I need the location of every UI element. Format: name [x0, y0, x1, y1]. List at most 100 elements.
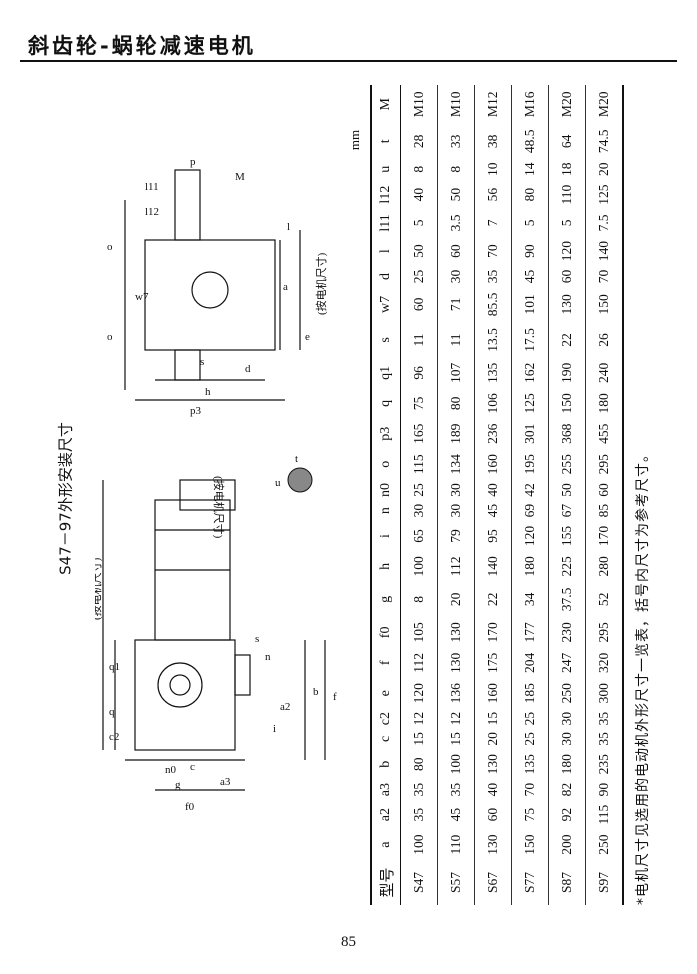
label-b: b [313, 686, 319, 698]
table-cell: 45 [474, 500, 512, 521]
table-cell: 42 [511, 479, 549, 501]
table-cell: 79 [437, 520, 475, 552]
table-cell: 17.5 [511, 322, 549, 358]
table-cell: 30 [400, 500, 438, 521]
table-cell: 180 [511, 551, 549, 582]
table-cell: 295 [596, 454, 611, 475]
label-g: g [175, 779, 181, 791]
table-cell: 101 [511, 286, 549, 323]
column-header: i [371, 520, 401, 552]
table-cell: 28 [400, 123, 438, 160]
table-cell: 130 [474, 749, 512, 780]
table-cell: 230 [548, 617, 586, 648]
table-cell: 15 [400, 728, 438, 750]
table-cell: 12 [437, 708, 475, 729]
table-cell: 67 [548, 500, 586, 521]
table-cell: 35 [596, 711, 611, 726]
table-cell: 35 [596, 732, 611, 746]
table-cell: 7.5 [596, 214, 611, 232]
table-cell: 70 [511, 779, 549, 800]
table-cell: 15 [437, 728, 475, 750]
label-s: s [255, 633, 259, 645]
label-n: n [265, 651, 271, 663]
table-cell: 112 [400, 647, 438, 679]
label-c: c [190, 761, 195, 773]
table-cell: M16 [511, 85, 549, 124]
table-cell: 301 [511, 418, 549, 449]
table-cell: 33 [437, 123, 475, 160]
front-view-drawing: o o l11 l12 l p M w7 a e (按电机尺寸) s h p3 … [107, 156, 328, 417]
table-cell: 60 [474, 799, 512, 830]
column-header: o [371, 449, 401, 480]
table-cell: 8 [400, 159, 438, 180]
table-cell: M20 [548, 85, 586, 124]
label-c2: c2 [109, 731, 119, 743]
table-cell: 25 [400, 266, 438, 287]
table-cell: 240 [596, 362, 611, 384]
table-cell: 20 [596, 162, 611, 177]
table-cell: 110 [437, 829, 475, 860]
table-cell: 11 [437, 322, 475, 358]
label-e: e [305, 331, 310, 343]
table-cell: 85.5 [474, 286, 512, 323]
table-cell: 11 [400, 322, 438, 358]
label-w7: w7 [135, 291, 149, 303]
table-cell: 130 [548, 286, 586, 323]
column-header: q [371, 388, 401, 419]
model-cell: S97 [596, 871, 611, 893]
table-cell: 48.5 [511, 123, 549, 160]
label-l11: l11 [145, 181, 159, 193]
table-cell: 30 [437, 500, 475, 521]
column-header: t [371, 123, 401, 160]
table-cell: 185 [511, 678, 549, 709]
table-cell: 35 [437, 779, 475, 800]
column-header: s [371, 322, 401, 358]
table-cell: 70 [596, 269, 611, 284]
side-view-drawing: (按电机尺寸) (按电机尺寸) q q1 c2 c n0 a3 g f0 a2 … [95, 476, 337, 813]
table-cell: 80 [400, 749, 438, 780]
table-cell: 177 [511, 617, 549, 648]
table-cell: 368 [548, 418, 586, 449]
drawing-dimension-labels: (按电机尺寸) (按电机尺寸) q q1 c2 c n0 a3 g f0 a2 … [95, 476, 337, 813]
table-cell: 60 [400, 286, 438, 323]
table-cell: 20 [437, 581, 475, 618]
table-cell: 130 [437, 617, 475, 648]
label-d: d [245, 363, 251, 375]
table-cell: 85 [596, 503, 611, 518]
table-cell: 80 [437, 388, 475, 419]
column-header: a3 [371, 779, 401, 800]
column-header: 型号 [371, 859, 401, 905]
table-cell: 204 [511, 647, 549, 679]
table-cell: 100 [400, 551, 438, 582]
table-cell: 50 [548, 479, 586, 501]
table-cell: 40 [474, 479, 512, 501]
table-cell: 37.5 [548, 581, 586, 618]
table-cell: 255 [548, 449, 586, 480]
label-l: l [287, 221, 290, 233]
table-cell: 180 [548, 749, 586, 780]
table-cell: 136 [437, 678, 475, 709]
label-q1: q1 [109, 661, 120, 673]
table-cell: 225 [548, 551, 586, 582]
label-p3: p3 [190, 405, 202, 417]
column-header: M [371, 85, 401, 124]
table-cell: 14 [511, 159, 549, 180]
table-cell: 115 [596, 804, 611, 825]
table-cell: 50 [400, 235, 438, 267]
table-cell: 7 [474, 209, 512, 236]
table-cell: M10 [437, 85, 475, 124]
label-n0: n0 [165, 764, 177, 776]
table-cell: 150 [548, 388, 586, 419]
table-cell: 90 [511, 235, 549, 267]
table-cell: 65 [400, 520, 438, 552]
column-header: n [371, 500, 401, 521]
label-u: u [275, 477, 281, 489]
table-cell: 130 [437, 647, 475, 679]
table-cell: 125 [511, 388, 549, 419]
table-cell: 170 [474, 617, 512, 648]
table-cell: 30 [548, 728, 586, 750]
column-header: h [371, 551, 401, 582]
